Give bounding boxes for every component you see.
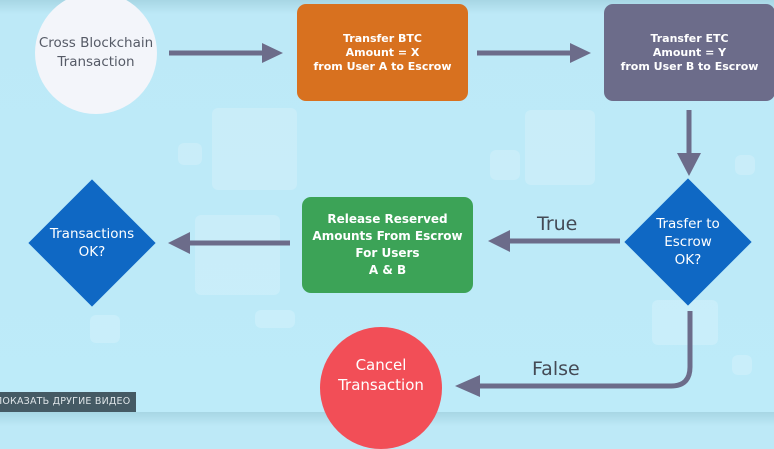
- more-videos-button[interactable]: ПОКАЗАТЬ ДРУГИЕ ВИДЕО: [0, 392, 137, 412]
- arrow-false-line: [480, 311, 693, 389]
- release-label: Release Reserved Amounts From Escrow For…: [312, 212, 463, 277]
- arrowhead: [677, 153, 701, 176]
- bg-square: [525, 110, 595, 185]
- cancel-label: Cancel Transaction: [338, 356, 424, 394]
- escrow-check-decision: Trasfer to Escrow OK?: [624, 178, 752, 306]
- connector-layer: [168, 43, 701, 397]
- arrowhead: [455, 375, 480, 397]
- transfer-etc-node: Transfer ETC Amount = Y from User B to E…: [604, 4, 774, 101]
- transactions-check-label: Transactions OK?: [49, 226, 135, 260]
- edge-label-false: False: [532, 358, 580, 380]
- start-node: Cross Blockchain Transaction: [35, 0, 157, 114]
- bg-square: [90, 315, 120, 343]
- transactions-check-decision: Transactions OK?: [26, 177, 158, 309]
- edge-label-true: True: [537, 213, 578, 235]
- release-node: Release Reserved Amounts From Escrow For…: [302, 197, 473, 293]
- arrowhead: [262, 43, 283, 63]
- bg-square: [732, 355, 752, 375]
- transfer-btc-label: Transfer BTC Amount = X from User A to E…: [313, 31, 452, 73]
- escrow-check-label: Trasfer to Escrow OK?: [656, 216, 720, 268]
- cancel-node: Cancel Transaction: [320, 327, 442, 449]
- bg-square: [178, 143, 202, 165]
- bg-square: [195, 215, 280, 295]
- arrowhead: [570, 43, 591, 63]
- transfer-etc-label: Transfer ETC Amount = Y from User B to E…: [620, 31, 759, 73]
- bg-square: [735, 155, 755, 175]
- arrowhead: [488, 230, 510, 252]
- transfer-btc-node: Transfer BTC Amount = X from User A to E…: [297, 4, 468, 101]
- bg-square: [490, 150, 520, 180]
- arrowhead: [168, 232, 190, 254]
- bg-square: [255, 310, 295, 328]
- bg-square: [652, 300, 718, 345]
- start-node-label: Cross Blockchain Transaction: [38, 35, 154, 70]
- bg-square: [212, 108, 297, 190]
